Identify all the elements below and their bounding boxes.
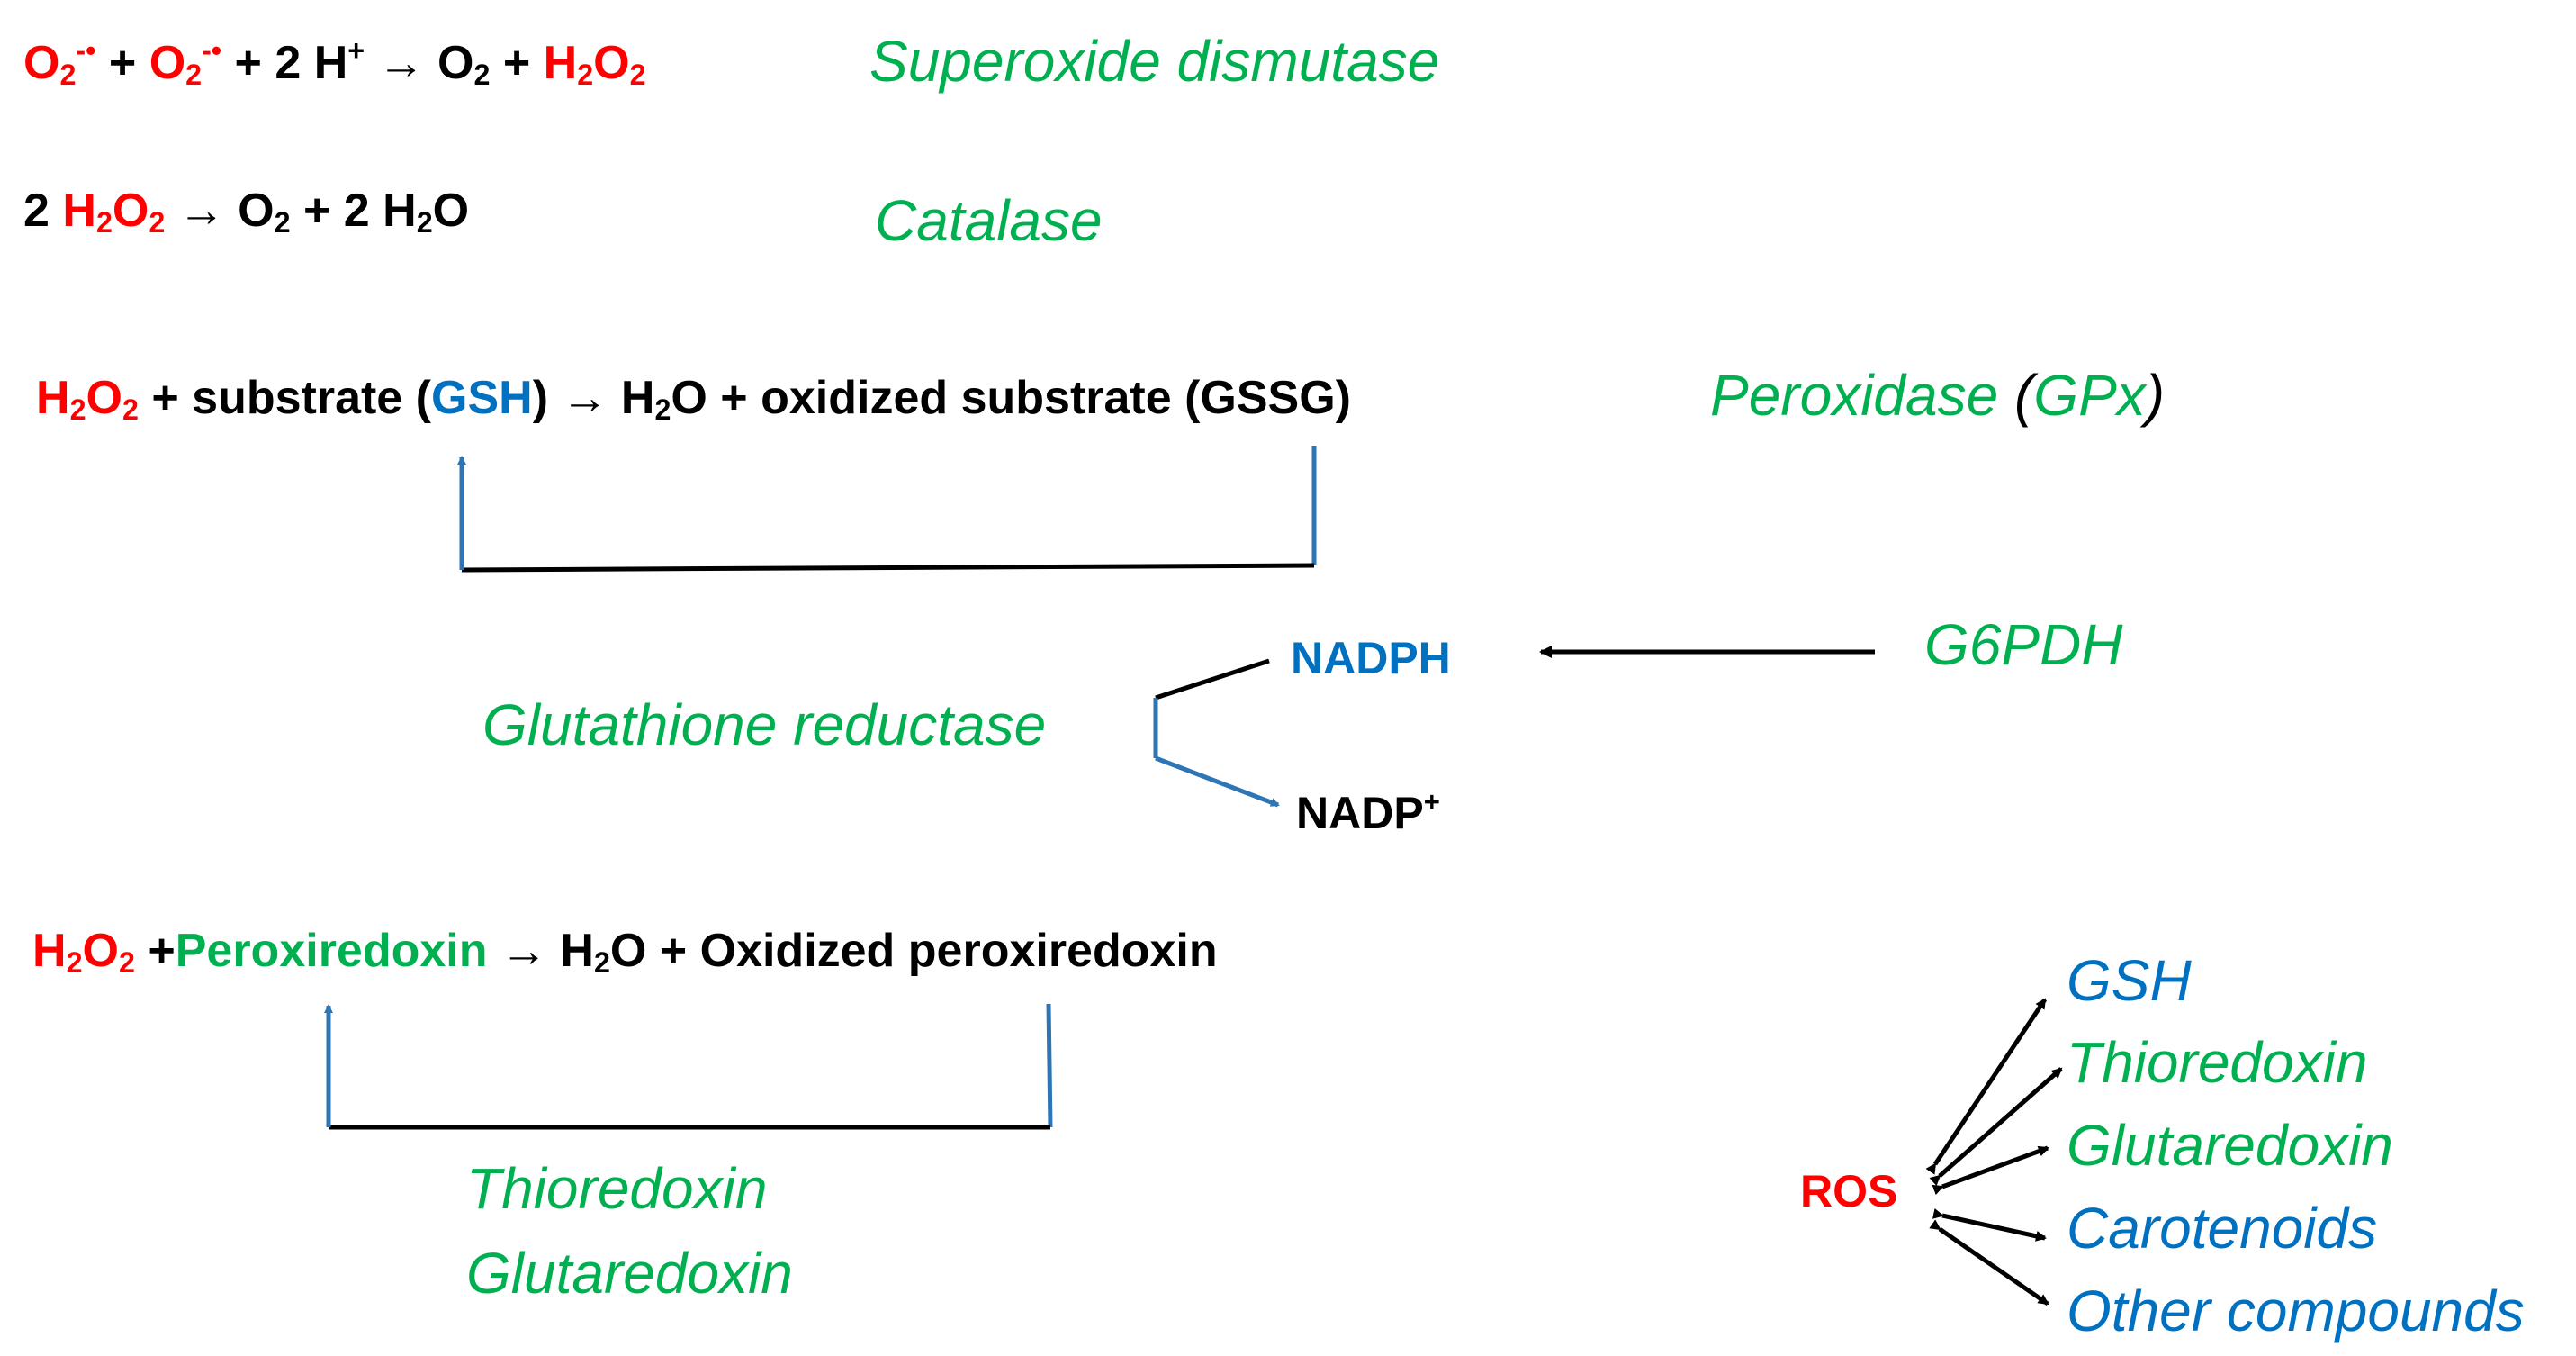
oxidized-substrate-text: O + oxidized substrate (GSSG)	[671, 372, 1351, 424]
enzyme-glutaredoxin: Glutaredoxin	[466, 1241, 793, 1306]
ros-glutaredoxin-arrow	[1932, 1145, 2049, 1196]
nadph-branch-line	[1155, 658, 1270, 701]
sod-reaction: O2-• + O2-• + 2 H+ → O2 + H2O2	[23, 34, 646, 92]
ros-gsh-arrow	[1925, 998, 2048, 1175]
ros-target-carotenoids: Carotenoids	[2067, 1196, 2378, 1261]
reaction-arrow-oxygen: → O	[365, 37, 474, 89]
ros-label: ROS	[1800, 1166, 1898, 1216]
superoxide-2: O2-•	[149, 34, 222, 92]
oxygen-subscript: 2	[473, 59, 491, 92]
enzyme-g6pdh: G6PDH	[1924, 612, 2123, 677]
nadph-branch	[1153, 658, 1280, 808]
nadph-label: NADPH	[1291, 633, 1451, 683]
gsh-loop-bottom-line	[461, 563, 1315, 573]
ros-carotenoids-arrow	[1932, 1207, 2047, 1242]
nadp-label: NADP+	[1296, 785, 1440, 838]
reaction-arrow-oxygen: → O	[165, 185, 275, 237]
plus-sign: +	[134, 925, 176, 977]
peroxidase-name: Peroxidase	[1710, 363, 2014, 428]
ros-target-thioredoxin: Thioredoxin	[2067, 1030, 2368, 1095]
ros-other-arrow	[1929, 1219, 2049, 1306]
hydrogen-peroxide: H2O2	[32, 925, 135, 980]
coefficient: 2	[23, 185, 63, 237]
ros-target-other-compounds: Other compounds	[2067, 1279, 2525, 1343]
substrate-text: + substrate (	[138, 372, 431, 424]
hydrogen-peroxide: H2O2	[62, 185, 166, 240]
water-oxygen: O	[432, 185, 470, 237]
gsh-label: GSH	[431, 372, 533, 424]
reaction-arrow-water: ) → H	[532, 372, 655, 424]
plus-sign: +	[95, 37, 149, 89]
reaction-arrow-water: → H	[487, 925, 594, 977]
hydrogen-peroxide: H2O2	[36, 372, 139, 427]
paren-open: (	[2013, 363, 2034, 428]
water-product: + 2 H	[290, 185, 417, 237]
peroxiredoxin-recycling-loop	[324, 1003, 1053, 1130]
superoxide-1: O2-•	[23, 34, 96, 92]
nadp-arrow	[1155, 755, 1280, 808]
water-subscript: 2	[416, 206, 433, 240]
enzyme-catalase: Catalase	[875, 188, 1103, 253]
peroxidase-reaction: H2O2 + substrate (GSH) → H2O + oxidized …	[36, 372, 1351, 427]
ros-target-glutaredoxin: Glutaredoxin	[2067, 1113, 2393, 1178]
catalase-reaction: 2 H2O2 → O2 + 2 H2O	[23, 185, 470, 240]
enzyme-glutathione-reductase: Glutathione reductase	[482, 692, 1047, 757]
hydrogen-peroxide-product: H2O2	[543, 37, 646, 92]
plus-sign: +	[490, 37, 544, 89]
gsh-recycling-loop	[457, 446, 1317, 573]
oxidized-peroxiredoxin-text: O + Oxidized peroxiredoxin	[609, 925, 1218, 977]
paren-close: )	[2145, 363, 2166, 428]
proton-charge: +	[347, 34, 365, 68]
oxygen-subscript: 2	[274, 206, 291, 240]
protons: + 2 H	[221, 37, 348, 89]
ros-arrows	[1925, 998, 2063, 1306]
ros-thioredoxin-arrow	[1929, 1067, 2063, 1187]
water-subscript: 2	[654, 393, 671, 427]
enzyme-thioredoxin: Thioredoxin	[466, 1156, 768, 1221]
water-subscript: 2	[593, 946, 610, 980]
ros-target-gsh: GSH	[2067, 948, 2192, 1013]
peroxiredoxin-label: Peroxiredoxin	[175, 925, 488, 977]
gpx-abbreviation: GPx	[2033, 363, 2146, 428]
peroxiredoxin-reaction: H2O2 +Peroxiredoxin → H2O + Oxidized per…	[32, 925, 1218, 980]
oxidized-prx-drop-line	[1046, 1003, 1053, 1128]
enzyme-superoxide-dismutase: Superoxide dismutase	[869, 29, 1440, 94]
enzyme-peroxidase: Peroxidase (GPx)	[1710, 366, 2165, 424]
